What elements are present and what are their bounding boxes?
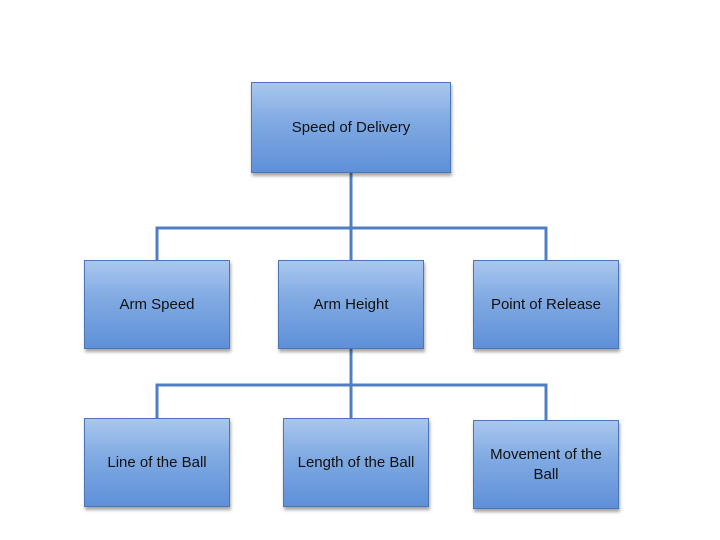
node-movement-of-the-ball: Movement of the Ball <box>473 420 619 509</box>
node-point-of-release: Point of Release <box>473 260 619 349</box>
node-label: Arm Speed <box>119 295 195 313</box>
node-label: Arm Height <box>313 295 389 313</box>
node-arm-speed: Arm Speed <box>84 260 230 349</box>
node-length-of-the-ball: Length of the Ball <box>283 418 429 507</box>
node-label: Line of the Ball <box>107 453 207 471</box>
node-label: Length of the Ball <box>297 453 415 471</box>
node-line-of-the-ball: Line of the Ball <box>84 418 230 507</box>
node-speed-of-delivery: Speed of Delivery <box>251 82 451 173</box>
node-label: Point of Release <box>490 295 602 313</box>
node-arm-height: Arm Height <box>278 260 424 349</box>
node-label: Movement of the Ball <box>490 445 602 483</box>
node-label: Speed of Delivery <box>291 118 411 136</box>
